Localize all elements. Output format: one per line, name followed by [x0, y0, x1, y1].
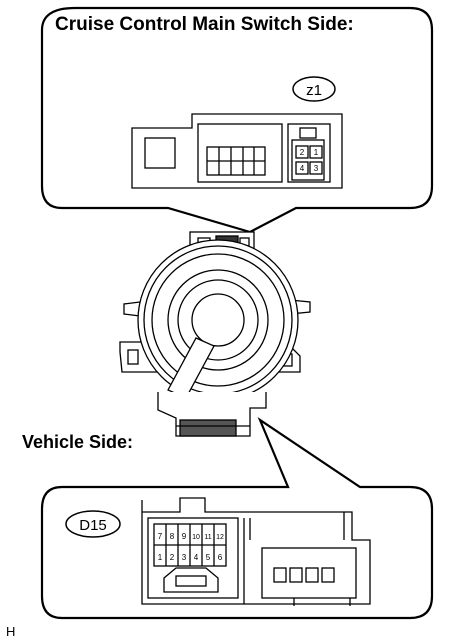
- corner-mark: H: [6, 624, 16, 639]
- d15-pin-11: 11: [204, 534, 211, 541]
- z1-id-bubble: [292, 76, 336, 102]
- d15-pin-12: 12: [216, 534, 224, 541]
- d15-pin-7: 7: [158, 532, 163, 541]
- z1-id-label: z1: [306, 82, 322, 99]
- d15-pin-6: 6: [218, 553, 223, 562]
- d15-pin-8: 8: [170, 532, 175, 541]
- d15-pin-10: 10: [192, 534, 200, 541]
- spiral-cable-assembly: [119, 231, 311, 437]
- d15-id-label: D15: [79, 517, 107, 534]
- d15-pin-4: 4: [194, 553, 199, 562]
- d15-pin-1: 1: [158, 553, 163, 562]
- d15-id-bubble: [65, 510, 121, 538]
- d15-pin-9: 9: [182, 532, 187, 541]
- d15-pin-5: 5: [206, 553, 211, 562]
- z1-connector: [131, 113, 343, 189]
- d15-connector: [141, 497, 371, 606]
- d15-pin-3: 3: [182, 553, 187, 562]
- z1-pin-3: 3: [314, 164, 319, 173]
- z1-pin-2: 2: [300, 148, 305, 157]
- d15-pin-2: 2: [170, 553, 175, 562]
- cruise-control-switch-side-title: Cruise Control Main Switch Side:: [55, 14, 354, 35]
- vehicle-side-title: Vehicle Side:: [22, 432, 134, 452]
- z1-pin-1: 1: [314, 148, 319, 157]
- z1-pin-4: 4: [300, 164, 305, 173]
